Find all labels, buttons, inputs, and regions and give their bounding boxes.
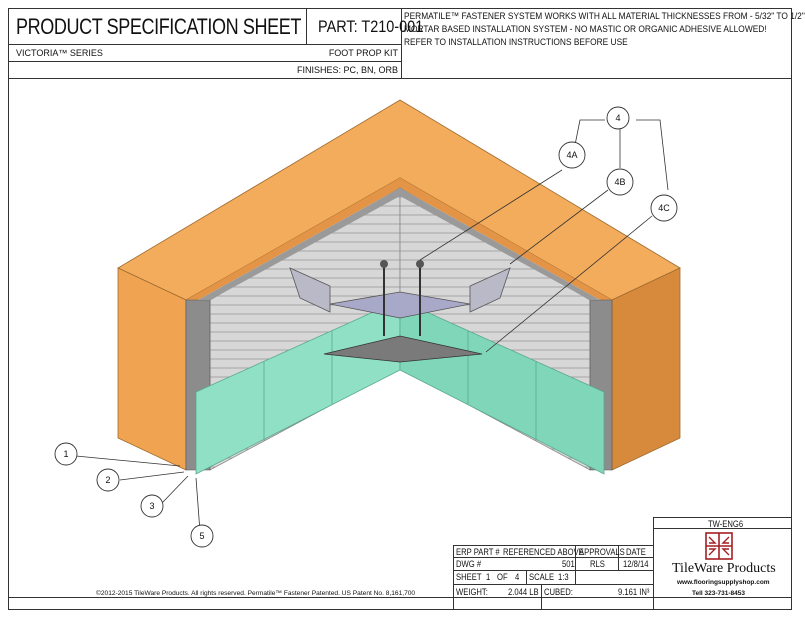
company-name: TileWare Products: [672, 561, 776, 576]
cubed-value: 9.161 IN³: [618, 587, 650, 597]
callout-4a-circle: [558, 141, 586, 169]
callout-1-circle: [54, 442, 78, 466]
callout-2: 2: [105, 475, 110, 485]
callout-1: 1: [63, 449, 68, 459]
callout-5: 5: [199, 531, 204, 541]
footer-rule: [8, 597, 792, 598]
tb-rule: [575, 545, 576, 584]
series-name: VICTORIA™ SERIES: [16, 48, 103, 58]
wall-right-face: [611, 267, 681, 471]
drawing-code: TW-ENG6: [708, 519, 744, 529]
sheet-total: 4: [515, 572, 520, 582]
bracket-left: [289, 267, 331, 313]
bracket-right: [469, 267, 511, 313]
dwg-value: 501: [562, 559, 575, 569]
callout-4c: 4C: [658, 203, 670, 213]
logo-code-rule: [653, 528, 792, 529]
callout-3-circle: [140, 494, 164, 518]
callout-4: 4: [615, 113, 620, 123]
part-number: PART: T210-001: [318, 17, 424, 36]
finishes: FINISHES: PC, BN, ORB: [296, 65, 398, 75]
note-1: PERMATILE™ FASTENER SYSTEM WORKS WITH AL…: [404, 11, 805, 22]
header-column-rule: [401, 8, 402, 78]
note-3: REFER TO INSTALLATION INSTRUCTIONS BEFOR…: [404, 37, 628, 48]
tb-rule: [453, 545, 454, 610]
page-title: PRODUCT SPECIFICATION SHEET: [16, 14, 301, 39]
tb-rule: [453, 545, 653, 546]
wall-left-face: [117, 267, 187, 471]
erp-value: REFERENCED ABOVE: [503, 547, 584, 557]
approvals-label: APPROVALS: [579, 547, 625, 557]
header-bottom-rule: [8, 78, 792, 79]
tray-plate: [329, 291, 471, 319]
dwg-label: DWG #: [456, 559, 482, 569]
scale-value: 1:3: [558, 572, 569, 582]
callout-4c-circle: [650, 194, 678, 222]
callout-4b-circle: [606, 168, 634, 196]
company-phone: Tell 323-731-8453: [692, 590, 745, 597]
sheet-number: 1: [486, 572, 491, 582]
copyright-notice: ©2012-2015 TileWare Products. All rights…: [96, 590, 416, 597]
weight-value: 2.044 LB: [508, 587, 539, 597]
tileware-logo-icon: [705, 532, 733, 560]
approval-date: 12/8/14: [623, 559, 649, 569]
header-divider: [8, 61, 401, 62]
callout-4b: 4B: [614, 177, 625, 187]
sheet-border: [8, 8, 792, 610]
callout-4-circle: [606, 106, 630, 130]
tb-rule: [653, 517, 654, 610]
logo-top-rule: [653, 517, 792, 518]
tb-rule: [541, 584, 542, 610]
weight-label: WEIGHT:: [456, 587, 488, 597]
sheet-label: SHEET: [456, 572, 482, 582]
approver: RLS: [590, 559, 605, 569]
kit-name: FOOT PROP KIT: [328, 48, 398, 58]
callout-2-circle: [96, 468, 120, 492]
note-2: MORTAR BASED INSTALLATION SYSTEM - NO MA…: [404, 24, 767, 35]
cubed-label: CUBED:: [544, 587, 573, 597]
callout-5-circle: [190, 524, 214, 548]
header-divider: [8, 44, 401, 45]
header-part-rule: [306, 8, 307, 44]
tb-rule: [618, 545, 619, 570]
tb-rule: [453, 570, 653, 571]
tb-rule: [453, 584, 653, 585]
tb-rule: [526, 570, 527, 584]
company-website[interactable]: www.flooringsupplyshop.com: [677, 579, 770, 586]
shelf: [323, 335, 483, 363]
scale-label: SCALE: [529, 572, 555, 582]
tb-rule: [453, 557, 653, 558]
date-label: DATE: [626, 547, 646, 557]
of-label: OF: [497, 572, 508, 582]
callout-4a: 4A: [566, 150, 577, 160]
erp-label: ERP PART #: [456, 547, 500, 557]
callout-3: 3: [149, 501, 154, 511]
